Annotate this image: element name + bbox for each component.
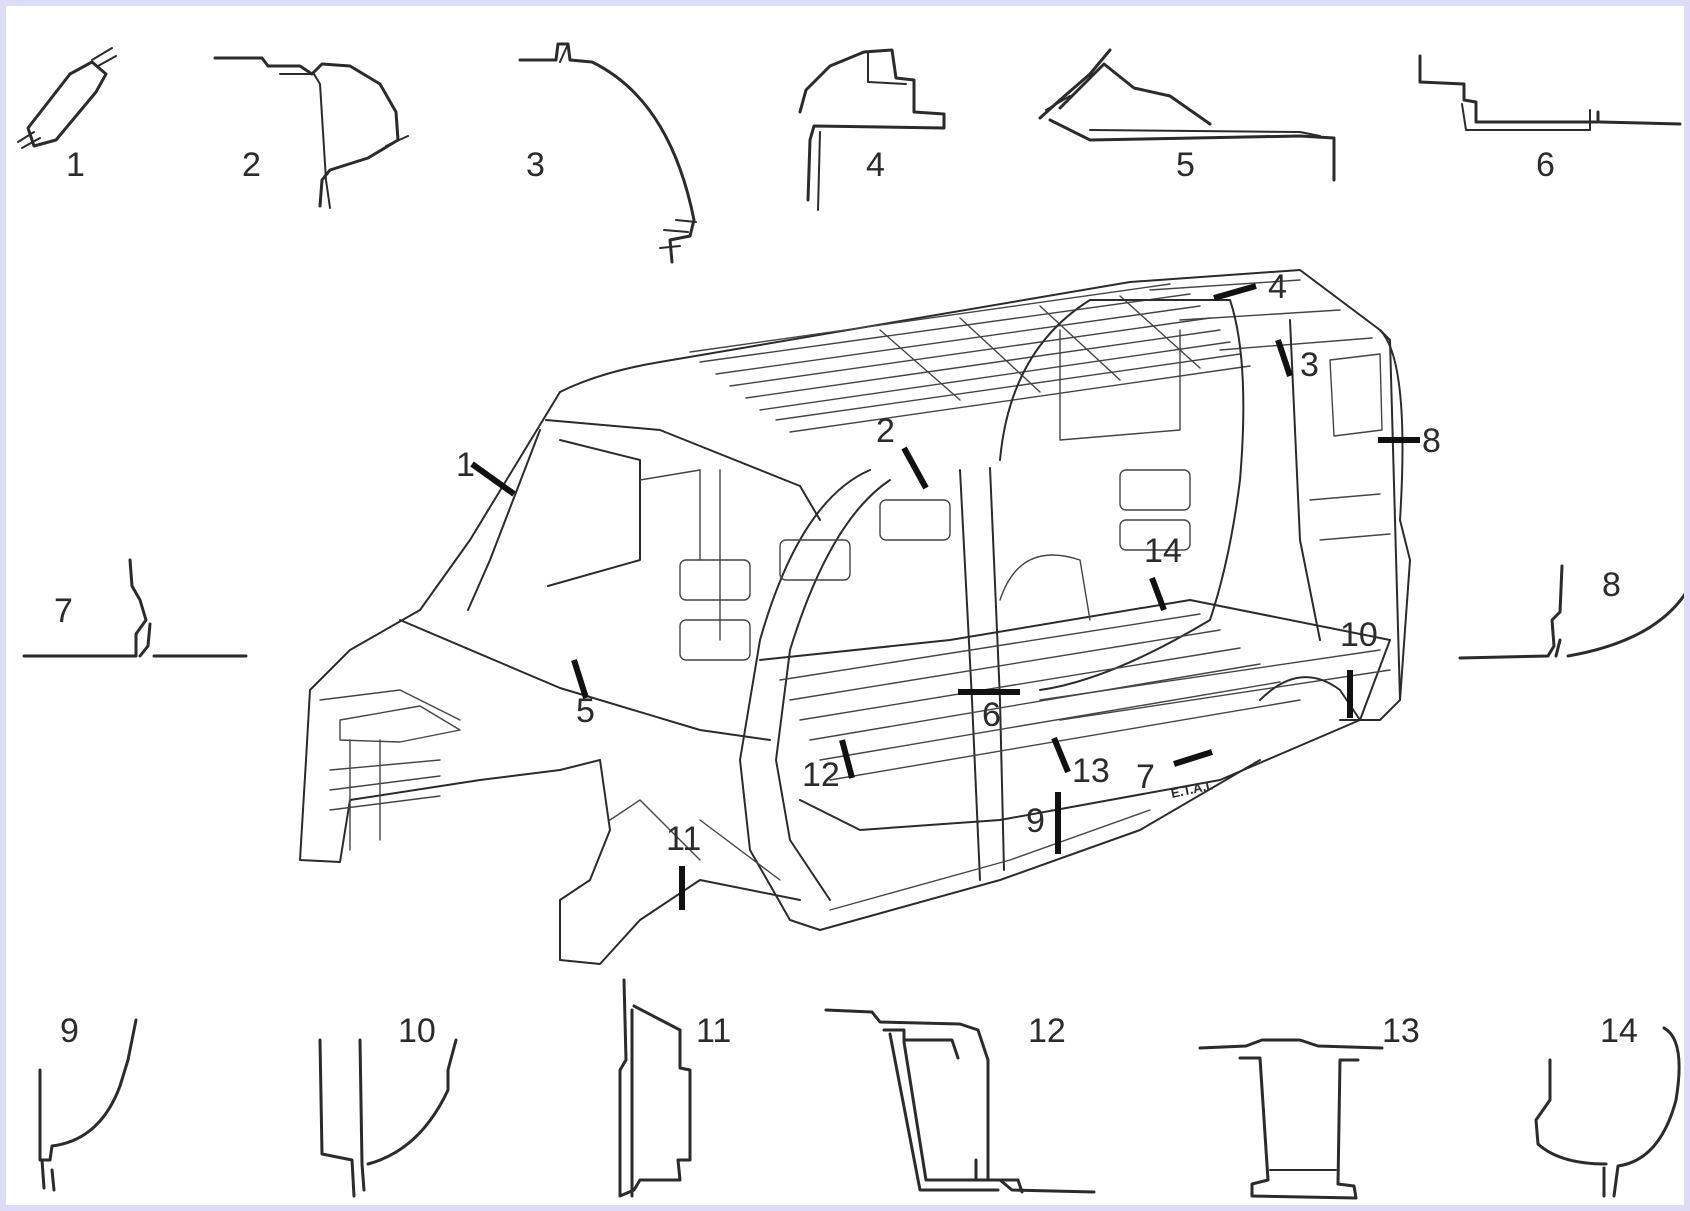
vehicle-label-10: 10	[1340, 616, 1378, 654]
section-12-profile	[824, 1008, 1096, 1194]
section-6-profile	[1418, 54, 1682, 131]
section-14-profile	[1534, 1026, 1681, 1198]
vehicle-label-9: 9	[1026, 802, 1045, 840]
body-section-diagram: 1 2 3 4 5 6 7 8 9 10	[17, 42, 1684, 1200]
section-8-label: 8	[1602, 566, 1621, 604]
section-12-label: 12	[1028, 1012, 1066, 1050]
vehicle-label-14: 14	[1144, 532, 1182, 570]
section-10-profile	[318, 1038, 458, 1198]
etai-watermark: E.T.A.I.	[1170, 777, 1215, 801]
section-7-profile	[22, 558, 248, 658]
section-5-profile	[1038, 48, 1336, 182]
cut-markers	[470, 283, 1420, 910]
section-2-label: 2	[242, 146, 261, 184]
section-11-label: 11	[696, 1012, 731, 1050]
section-14-label: 14	[1600, 1012, 1638, 1050]
section-4-label: 4	[866, 146, 885, 184]
section-8-profile	[1458, 564, 1684, 660]
section-3-profile	[518, 42, 697, 264]
vehicle-label-8: 8	[1422, 422, 1441, 460]
vehicle-label-7: 7	[1136, 758, 1155, 796]
section-5-label: 5	[1176, 146, 1195, 184]
section-9-label: 9	[60, 1012, 79, 1050]
section-1-profile	[17, 47, 117, 149]
section-10-label: 10	[398, 1012, 436, 1050]
section-4-profile	[798, 48, 946, 211]
section-13-label: 13	[1382, 1012, 1420, 1050]
vehicle-label-2: 2	[876, 412, 895, 450]
section-3-label: 3	[526, 146, 545, 184]
section-7-label: 7	[54, 592, 73, 630]
section-1-label: 1	[66, 146, 85, 184]
diagram-frame: 1 2 3 4 5 6 7 8 9 10	[6, 6, 1684, 1205]
vehicle-label-1: 1	[456, 446, 475, 484]
vehicle-label-13: 13	[1072, 752, 1110, 790]
section-2-profile	[213, 56, 409, 209]
vehicle-body-shell	[299, 269, 1411, 965]
vehicle-label-12: 12	[802, 756, 840, 794]
section-11-profile	[618, 978, 692, 1198]
section-6-label: 6	[1536, 146, 1555, 184]
vehicle-label-5: 5	[576, 692, 595, 730]
vehicle-label-4: 4	[1268, 268, 1287, 306]
vehicle-label-11: 11	[666, 820, 701, 858]
section-9-profile	[38, 1018, 138, 1192]
section-13-profile	[1198, 1038, 1384, 1200]
vehicle-label-3: 3	[1300, 346, 1319, 384]
vehicle-label-6: 6	[982, 696, 1001, 734]
